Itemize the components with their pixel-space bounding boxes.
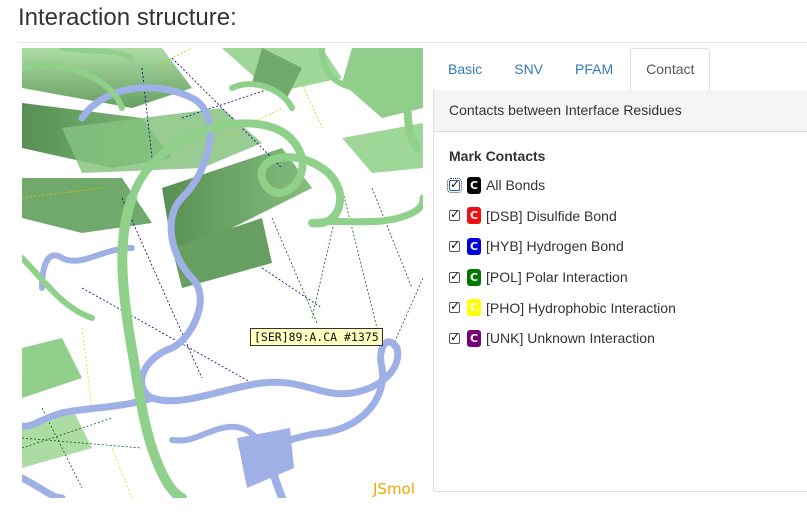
title-divider: [18, 42, 807, 43]
jsmol-logo[interactable]: JSmol: [373, 480, 415, 498]
panel-heading: Contacts between Interface Residues: [434, 90, 807, 132]
atom-hover-label: [SER]89:A.CA #1375: [250, 328, 383, 346]
protein-structure-render[interactable]: [22, 48, 423, 498]
contact-label: [PHO] Hydrophobic Interaction: [486, 299, 676, 316]
jsmol-viewer[interactable]: [SER]89:A.CA #1375 JSmol: [22, 48, 423, 498]
badge-hydrophobic: C: [467, 299, 481, 317]
contact-row-disulfide[interactable]: C [DSB] Disulfide Bond: [449, 206, 797, 226]
all-bonds-checkbox[interactable]: [447, 177, 462, 193]
polar-checkbox[interactable]: [449, 269, 460, 283]
tab-contact[interactable]: Contact: [630, 48, 711, 91]
mark-contacts-title: Mark Contacts: [449, 148, 546, 164]
contact-lines: [22, 48, 423, 498]
disulfide-checkbox[interactable]: [449, 207, 460, 222]
contact-row-unknown[interactable]: C [UNK] Unknown Interaction: [449, 328, 797, 348]
tab-pfam[interactable]: PFAM: [575, 61, 614, 77]
contact-row-all-bonds[interactable]: C All Bonds: [447, 175, 797, 195]
badge-hydrogen: C: [467, 237, 481, 255]
contact-label: All Bonds: [486, 177, 546, 193]
contact-row-hydrophobic[interactable]: C [PHO] Hydrophobic Interaction: [449, 298, 797, 318]
badge-unknown: C: [467, 329, 481, 347]
green-chain: [22, 48, 423, 498]
tab-basic[interactable]: Basic: [448, 61, 483, 77]
blue-sheet: [237, 428, 294, 488]
page-title: Interaction structure:: [18, 4, 237, 31]
hydrogen-checkbox[interactable]: [449, 238, 460, 252]
contact-label: [POL] Polar Interaction: [486, 269, 628, 286]
contact-row-hydrogen[interactable]: C [HYB] Hydrogen Bond: [449, 236, 797, 256]
unknown-checkbox[interactable]: [449, 330, 460, 344]
panel-body: Mark Contacts C All Bonds C [DSB] Disulf…: [434, 132, 807, 375]
badge-disulfide: C: [467, 207, 481, 225]
badge-polar: C: [467, 268, 481, 286]
contact-label: [UNK] Unknown Interaction: [486, 330, 655, 347]
tab-bar: Basic SNV PFAM Contact: [433, 48, 807, 91]
tab-snv[interactable]: SNV: [514, 61, 544, 77]
contact-label: [HYB] Hydrogen Bond: [486, 238, 624, 255]
contact-label: [DSB] Disulfide Bond: [486, 207, 617, 224]
hydrophobic-checkbox[interactable]: [449, 299, 460, 314]
contact-row-polar[interactable]: C [POL] Polar Interaction: [449, 267, 797, 287]
contact-panel: Contacts between Interface Residues Mark…: [433, 90, 807, 492]
badge-all-bonds: C: [467, 176, 481, 194]
